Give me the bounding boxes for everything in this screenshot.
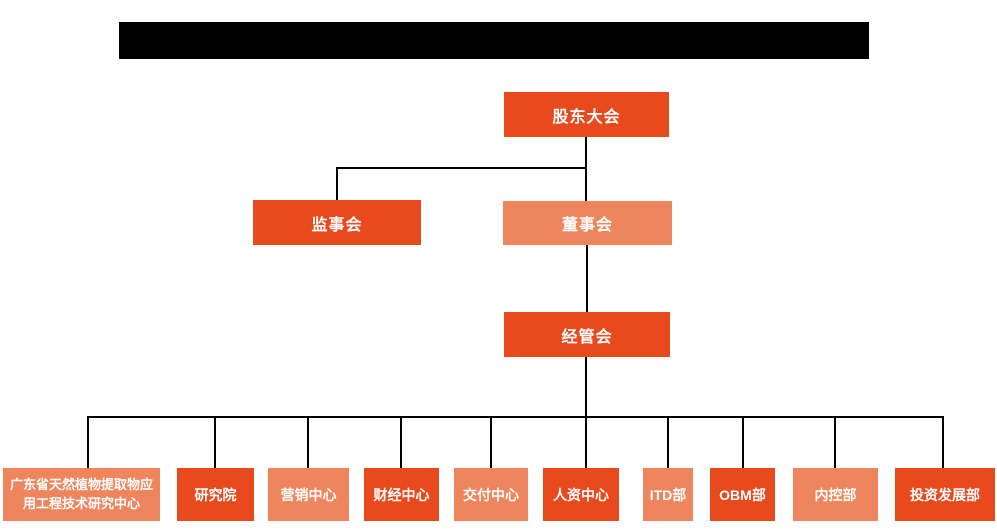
connector-line — [336, 167, 587, 169]
node-guangdong-research-center: 广东省天然植物提取物应用工程技术研究中心 — [3, 468, 160, 521]
connector-line — [585, 357, 587, 468]
connector-line — [307, 417, 309, 468]
connector-line — [586, 245, 588, 312]
node-delivery-center: 交付中心 — [454, 468, 528, 521]
node-obm-department: OBM部 — [710, 468, 775, 521]
node-shareholders-meeting: 股东大会 — [504, 92, 669, 137]
connector-line — [942, 417, 944, 468]
connector-line — [490, 417, 492, 468]
node-board-of-directors: 董事会 — [503, 201, 672, 245]
node-hr-center: 人资中心 — [543, 468, 619, 521]
connector-line — [834, 417, 836, 468]
connector-line — [400, 417, 402, 468]
node-research-institute: 研究院 — [177, 468, 254, 521]
connector-line — [742, 417, 744, 468]
connector-line — [667, 417, 669, 468]
node-marketing-center: 营销中心 — [268, 468, 349, 521]
redacted-title-bar — [119, 22, 869, 59]
connector-line — [87, 417, 89, 468]
node-management-committee: 经管会 — [504, 312, 670, 357]
node-investment-development-department: 投资发展部 — [895, 468, 995, 521]
connector-line — [585, 137, 587, 201]
node-finance-center: 财经中心 — [364, 468, 439, 521]
node-itd-department: ITD部 — [643, 468, 693, 521]
connector-line — [214, 417, 216, 468]
node-supervisory-board: 监事会 — [253, 200, 421, 245]
connector-line — [336, 167, 338, 200]
node-internal-control-department: 内控部 — [793, 468, 878, 521]
connector-line — [87, 416, 944, 418]
